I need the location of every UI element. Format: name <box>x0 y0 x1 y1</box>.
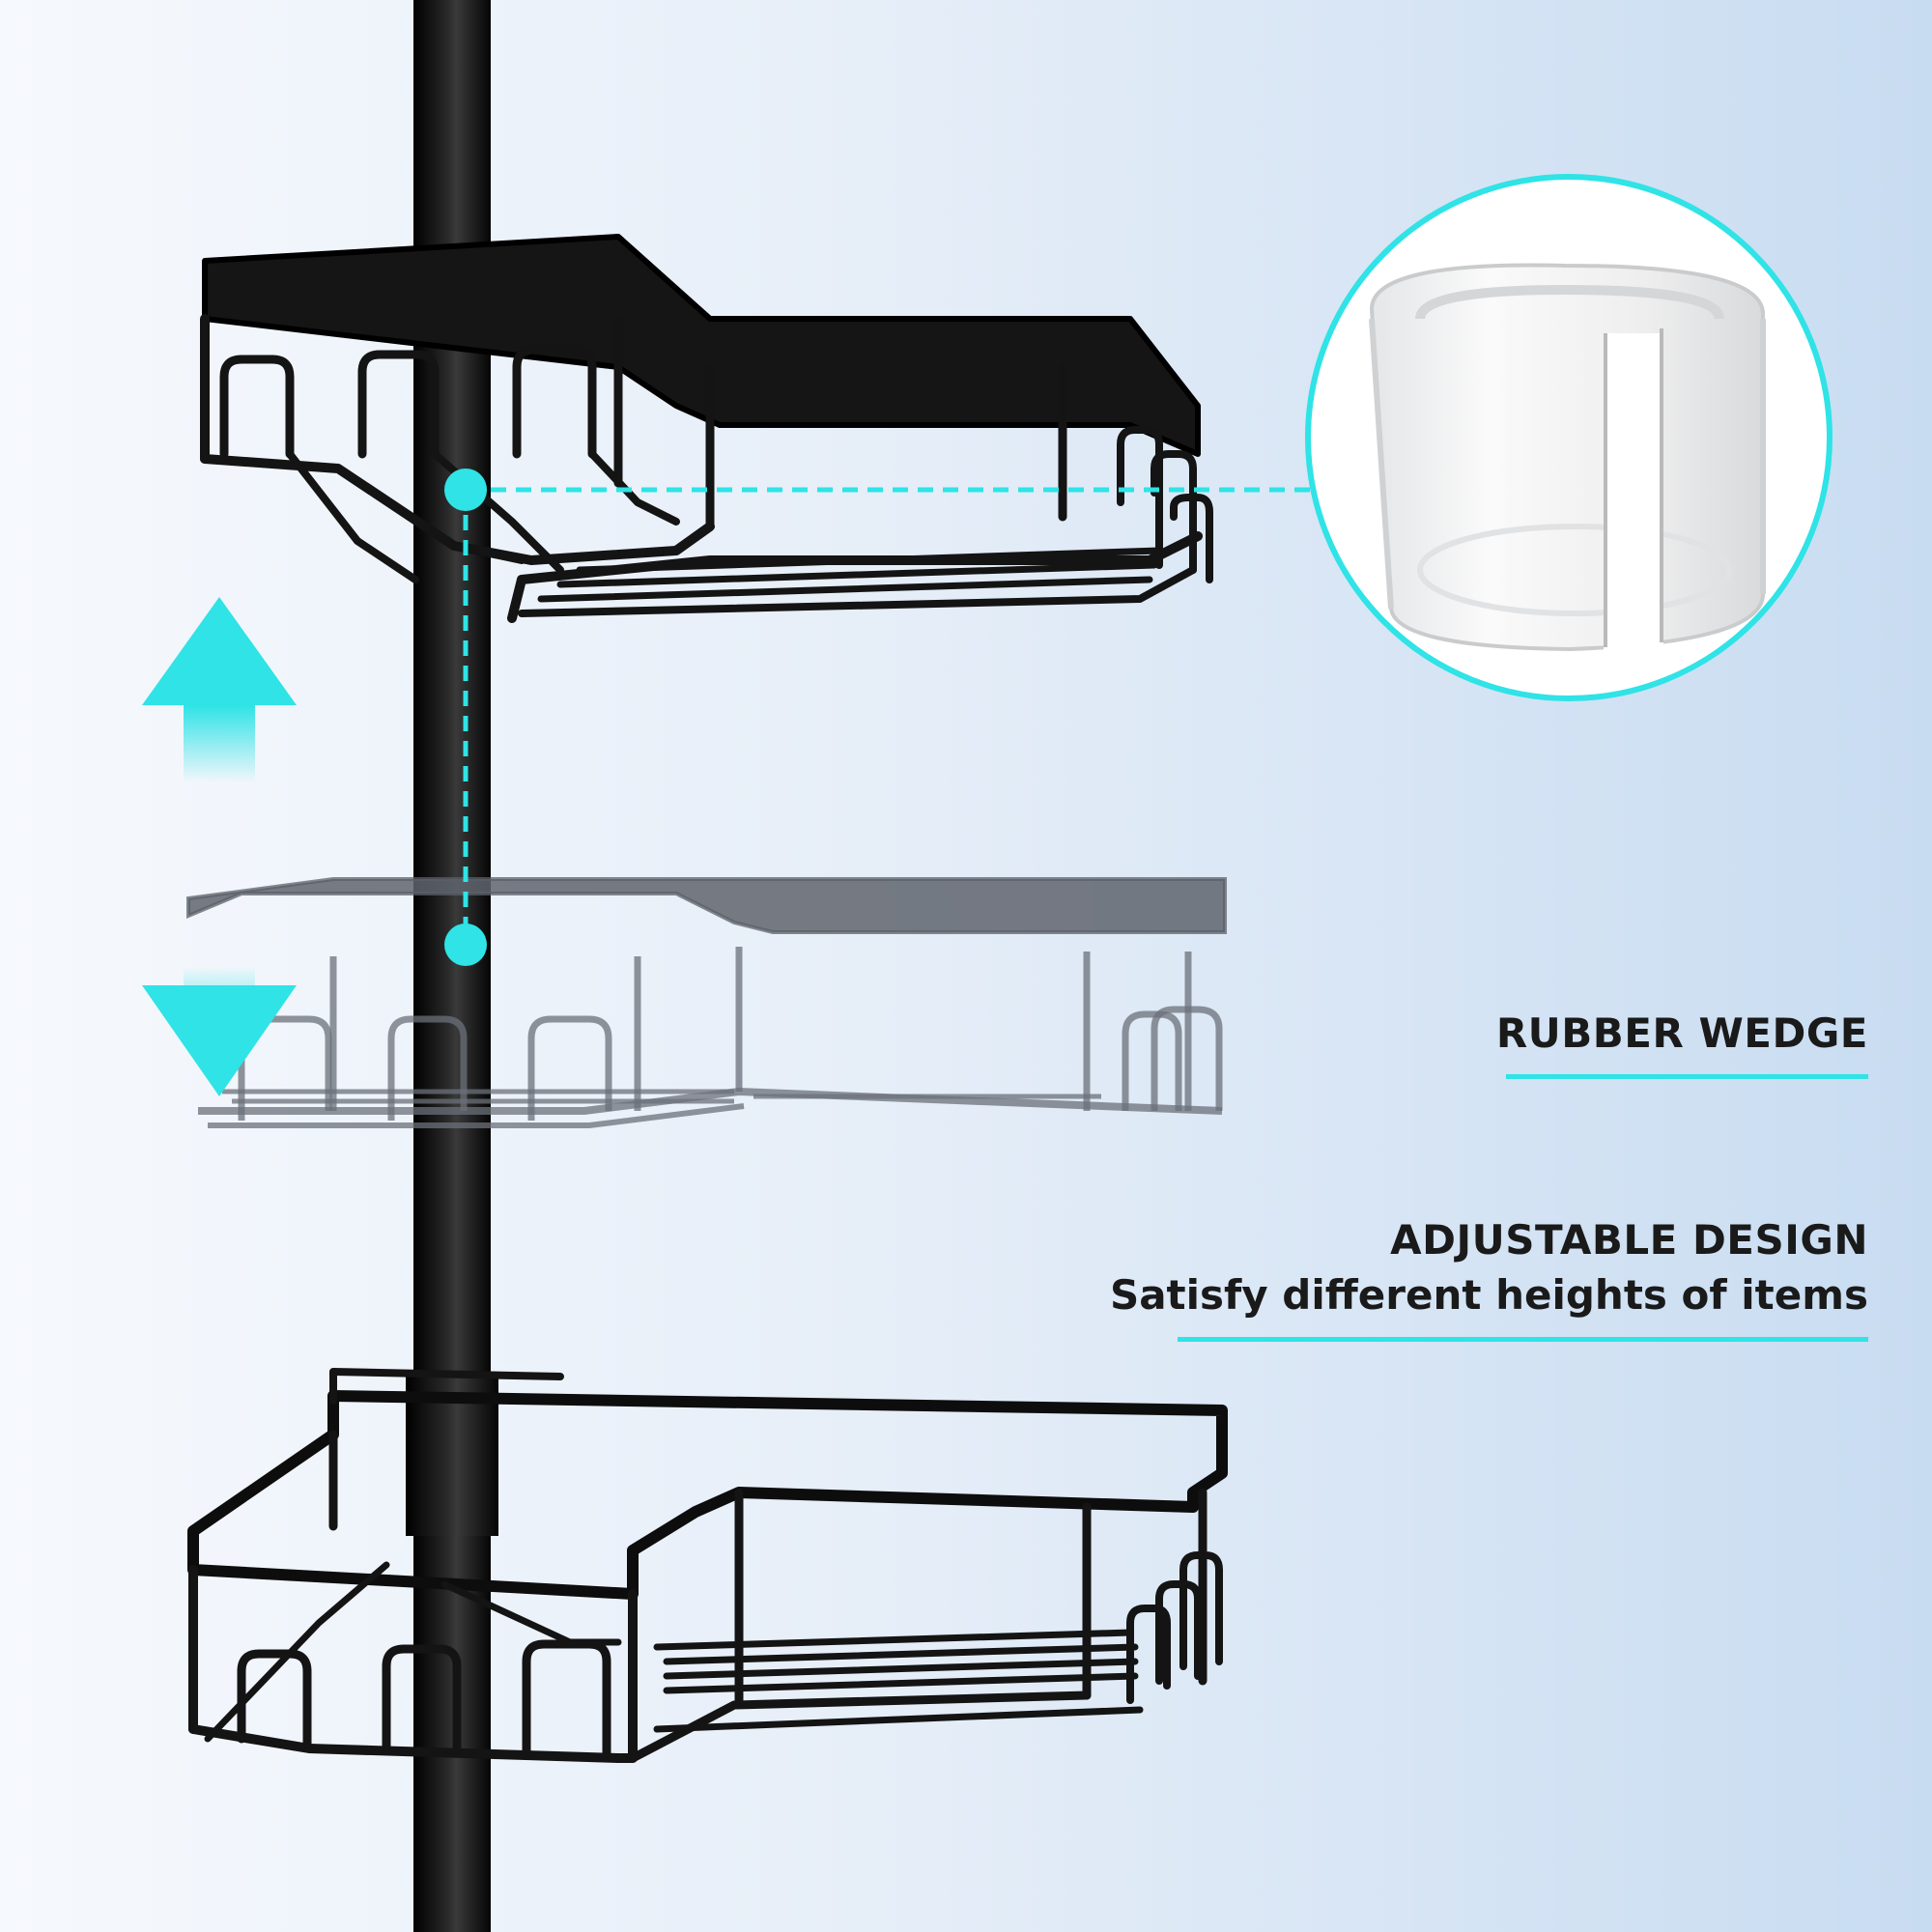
height-indicator <box>444 469 1314 966</box>
rubber-wedge-feature: RUBBER WEDGE <box>1496 1007 1868 1079</box>
up-down-arrow-icon <box>142 597 297 1096</box>
rubber-wedge-underline <box>1506 1074 1868 1079</box>
anchor-dot-top <box>444 469 487 511</box>
ghost-rack <box>186 877 1227 1128</box>
top-rack <box>200 234 1213 623</box>
rubber-wedge-title: RUBBER WEDGE <box>1495 1009 1868 1057</box>
anchor-dot-bottom <box>444 923 487 966</box>
adjustable-design-subtitle: Satisfy different heights of items <box>1109 1271 1868 1319</box>
adjustable-design-feature: ADJUSTABLE DESIGN Satisfy different heig… <box>1110 1213 1868 1342</box>
wedge-slit <box>1604 333 1663 652</box>
rubber-wedge-callout <box>1305 174 1833 701</box>
bottom-rack <box>187 1368 1228 1763</box>
adjustable-design-title: ADJUSTABLE DESIGN <box>1390 1216 1868 1264</box>
adjustable-design-underline <box>1178 1337 1868 1342</box>
